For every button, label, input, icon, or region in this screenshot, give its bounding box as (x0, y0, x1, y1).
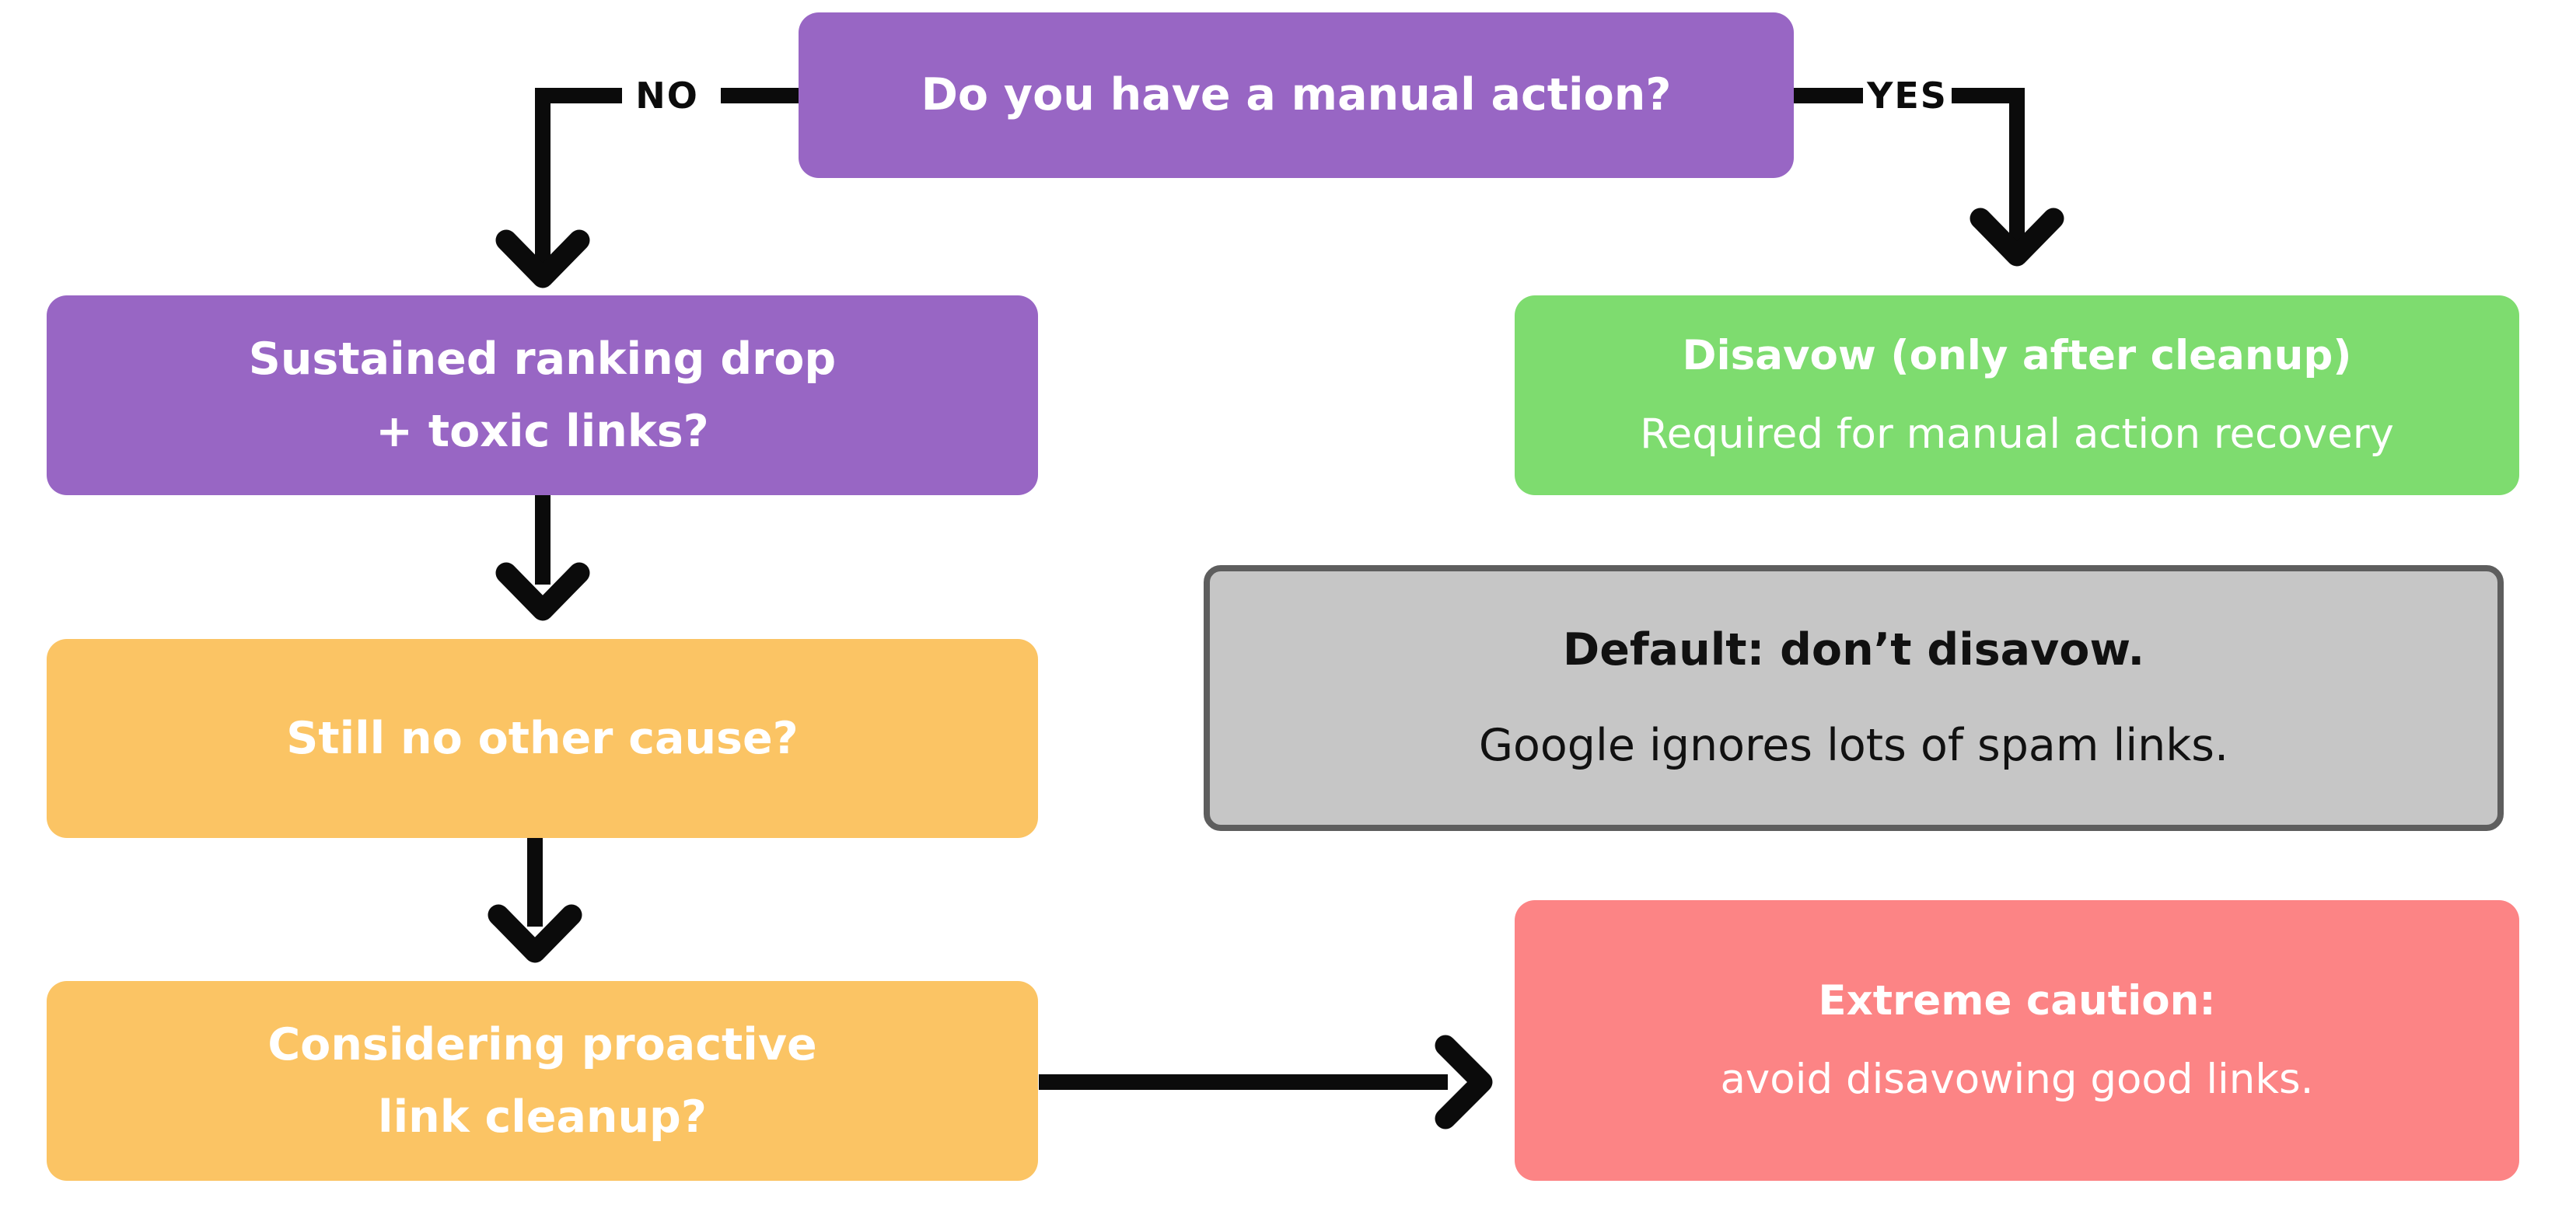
node-ranking-drop-line2: + toxic links? (376, 405, 709, 457)
node-proactive-line2: link cleanup? (378, 1091, 707, 1143)
node-proactive-line1: Considering proactive (267, 1019, 817, 1071)
node-manual-action-text: Do you have a manual action? (921, 69, 1672, 121)
node-manual-action-question: Do you have a manual action? (799, 12, 1794, 178)
node-extreme-caution: Extreme caution: avoid disavowing good l… (1515, 900, 2519, 1181)
no-connector-elbow (535, 88, 622, 269)
node-proactive-link-cleanup: Considering proactive link cleanup? (47, 981, 1038, 1181)
yes-connector-elbow (1952, 88, 2025, 247)
edge-label-yes: YES (1867, 75, 1948, 117)
node-disavow-title: Disavow (only after cleanup) (1682, 331, 2352, 379)
node-default-title: Default: don’t disavow. (1562, 624, 2145, 676)
arrow-down-1-head-icon (495, 562, 590, 621)
arrow-down-2-head-icon (488, 904, 582, 963)
arrow-right-head-icon (1435, 1035, 1493, 1129)
no-arrowhead-icon (495, 229, 590, 288)
node-disavow-after-cleanup: Disavow (only after cleanup) Required fo… (1515, 295, 2519, 495)
node-ranking-drop-line1: Sustained ranking drop (248, 333, 837, 386)
node-extreme-caution-title: Extreme caution: (1818, 976, 2216, 1025)
yes-arrowhead-icon (1970, 208, 2064, 267)
edge-label-no: NO (635, 75, 699, 117)
node-extreme-caution-subtitle: avoid disavowing good links. (1720, 1055, 2314, 1103)
node-disavow-subtitle: Required for manual action recovery (1640, 410, 2394, 458)
node-still-no-other-cause-text: Still no other cause? (286, 712, 799, 764)
node-still-no-other-cause: Still no other cause? (47, 639, 1038, 838)
node-default-subtitle: Google ignores lots of spam links. (1478, 720, 2229, 771)
node-ranking-drop: Sustained ranking drop + toxic links? (47, 295, 1038, 495)
node-default-dont-disavow: Default: don’t disavow. Google ignores l… (1204, 565, 2504, 831)
